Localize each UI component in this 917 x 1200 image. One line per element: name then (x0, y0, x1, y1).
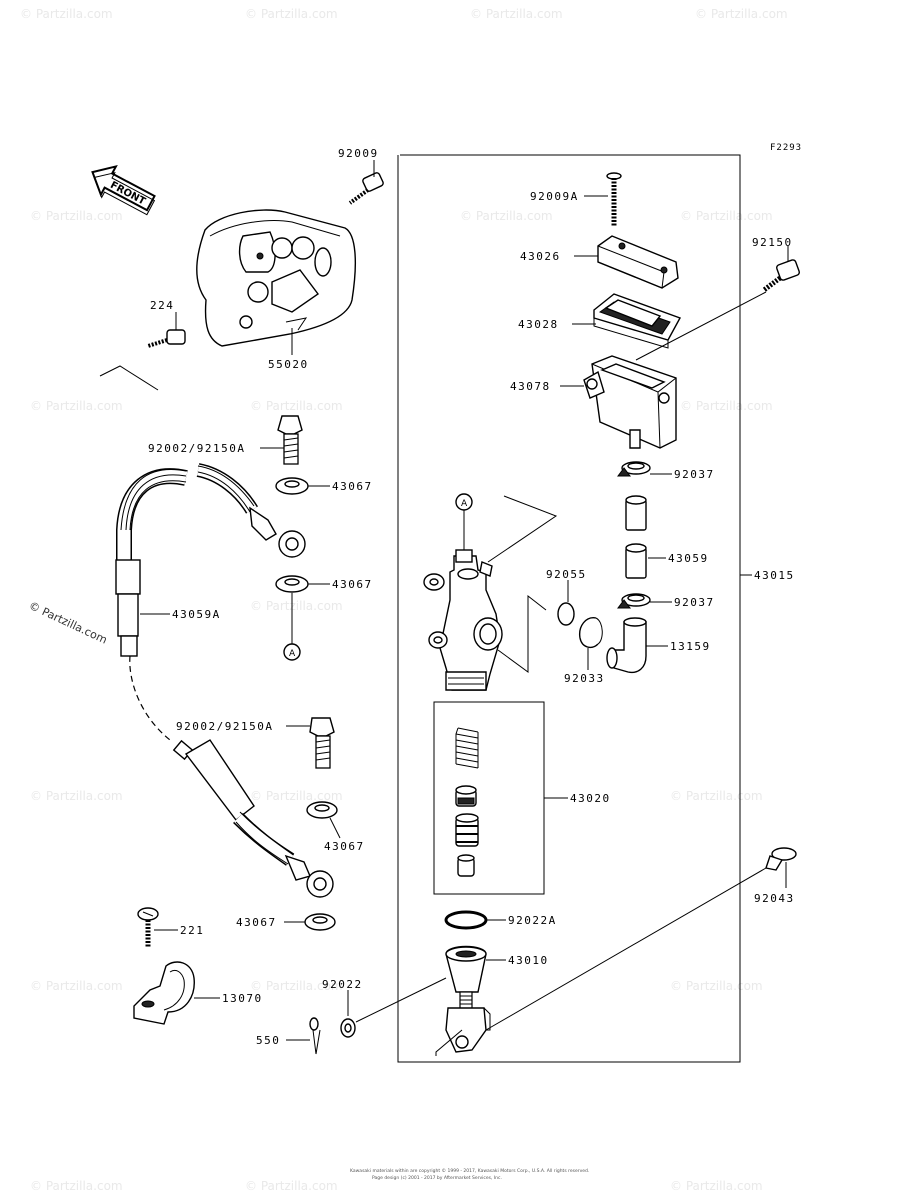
svg-text:A: A (461, 499, 468, 509)
figure-code: F2293 (770, 143, 802, 153)
bolt-224 (147, 329, 186, 348)
callout-92022A: 92022A (508, 914, 557, 927)
screw-92009A (606, 172, 622, 226)
callout-224: 224 (150, 299, 174, 312)
o-ring-92055 (557, 602, 575, 626)
watermark: © Partzilla.com (245, 1179, 338, 1193)
assembly-bracket-43015 (397, 154, 752, 1063)
watermark: © Partzilla.com (30, 399, 123, 413)
callout-43078: 43078 (510, 380, 551, 393)
master-cylinder-body (423, 549, 503, 691)
guard-55020 (196, 209, 356, 347)
callout-92043: 92043 (754, 892, 795, 905)
callout-43010: 43010 (508, 954, 549, 967)
callout-92055: 92055 (546, 568, 587, 581)
ref-mark-a-left: A (283, 643, 301, 661)
washer-43067-1 (275, 477, 309, 495)
watermark: © Partzilla.com (30, 979, 123, 993)
callout-92150: 92150 (752, 236, 793, 249)
washer-92022 (340, 1018, 356, 1038)
callout-43028: 43028 (518, 318, 559, 331)
hose-clamp-92037-1 (617, 461, 651, 477)
watermark: © Partzilla.com (20, 7, 113, 21)
callout-92022: 92022 (322, 978, 363, 991)
watermark: © Partzilla.com (250, 399, 343, 413)
watermark: © Partzilla.com (670, 1179, 763, 1193)
callout-43059: 43059 (668, 552, 709, 565)
callout-13159: 13159 (670, 640, 711, 653)
circlip-92022A (444, 910, 488, 930)
watermark: © Partzilla.com (670, 789, 763, 803)
piston-kit-43020 (433, 701, 545, 895)
washer-43067-3 (306, 801, 338, 819)
callout-43067-2: 43067 (332, 578, 373, 591)
banjo-bolt-bottom (309, 717, 335, 769)
banjo-bolt-top (277, 415, 303, 465)
watermark-layer: © Partzilla.com © Partzilla.com © Partzi… (20, 7, 788, 1193)
callout-43059A: 43059A (172, 608, 221, 621)
elbow-13159 (606, 617, 647, 674)
callout-92002-92150A-top: 92002/92150A (148, 442, 245, 455)
watermark: © Partzilla.com (670, 979, 763, 993)
watermark: © Partzilla.com (30, 209, 123, 223)
circlip-92033 (579, 617, 603, 649)
watermark: © Partzilla.com (680, 209, 773, 223)
callout-92033: 92033 (564, 672, 605, 685)
pin-92043 (765, 847, 797, 871)
watermark: © Partzilla.com (460, 209, 553, 223)
callout-43067-1: 43067 (332, 480, 373, 493)
reservoir-cap-43026 (597, 235, 679, 289)
watermark-dark: © Partzilla.com (27, 599, 109, 647)
callout-43015: 43015 (754, 569, 795, 582)
watermark: © Partzilla.com (250, 789, 343, 803)
watermark: © Partzilla.com (250, 599, 343, 613)
hose-clamp-92037-2 (617, 593, 651, 609)
watermark: © Partzilla.com (30, 1179, 123, 1193)
svg-text:A: A (289, 649, 296, 659)
ref-mark-a-right: A (455, 493, 473, 511)
callout-92037-2: 92037 (674, 596, 715, 609)
callout-55020: 55020 (268, 358, 309, 371)
callout-92009: 92009 (338, 147, 379, 160)
watermark: © Partzilla.com (470, 7, 563, 21)
callout-43026: 43026 (520, 250, 561, 263)
copyright-line-2: Page design (c) 2001 - 2017 by Aftermark… (372, 1175, 502, 1181)
washer-43067-4 (304, 913, 336, 931)
callout-92009A: 92009A (530, 190, 579, 203)
watermark: © Partzilla.com (250, 979, 343, 993)
hose-segment-upper (625, 495, 647, 531)
callout-550: 550 (256, 1034, 280, 1047)
cotter-pin-550 (309, 1017, 321, 1055)
bolt-92009 (348, 172, 384, 205)
reservoir-43078 (583, 355, 677, 449)
watermark: © Partzilla.com (680, 399, 773, 413)
brake-hose-43059A (115, 463, 306, 657)
copyright-line-1: Kawasaki materials within are copyright … (350, 1167, 589, 1174)
watermark: © Partzilla.com (695, 7, 788, 21)
bolt-92150 (762, 259, 800, 292)
callout-43067-3: 43067 (324, 840, 365, 853)
washer-43067-2 (275, 575, 309, 593)
push-rod-43010 (445, 945, 491, 1053)
callout-43020: 43020 (570, 792, 611, 805)
callout-92037-1: 92037 (674, 468, 715, 481)
callout-43067-4: 43067 (236, 916, 277, 929)
hose-43059 (625, 543, 647, 579)
callout-92002-92150A-bottom: 92002/92150A (176, 720, 273, 733)
diaphragm-43028 (593, 293, 682, 349)
clamp-13070 (133, 961, 195, 1025)
watermark: © Partzilla.com (245, 7, 338, 21)
callout-221: 221 (180, 924, 204, 937)
brake-hose-lower (172, 739, 334, 898)
callout-13070: 13070 (222, 992, 263, 1005)
watermark: © Partzilla.com (30, 789, 123, 803)
screw-221 (137, 907, 159, 948)
